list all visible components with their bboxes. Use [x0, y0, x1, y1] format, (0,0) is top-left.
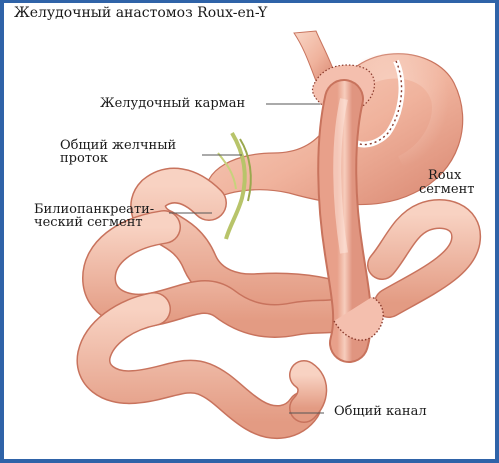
diagram-title: Желудочный анастомоз Roux-en-Y	[14, 7, 267, 20]
label-common-channel: Общий канал	[334, 405, 427, 418]
label-roux-line-1: Roux	[428, 169, 461, 182]
label-gastric-pouch: Желудочный карман	[100, 97, 245, 110]
label-bile-duct-line-2: проток	[60, 152, 108, 165]
label-roux-line-2: сегмент	[419, 183, 474, 196]
label-biliopancreatic-line-2: ческий сегмент	[34, 216, 143, 229]
roux-en-y-illustration	[4, 3, 495, 459]
